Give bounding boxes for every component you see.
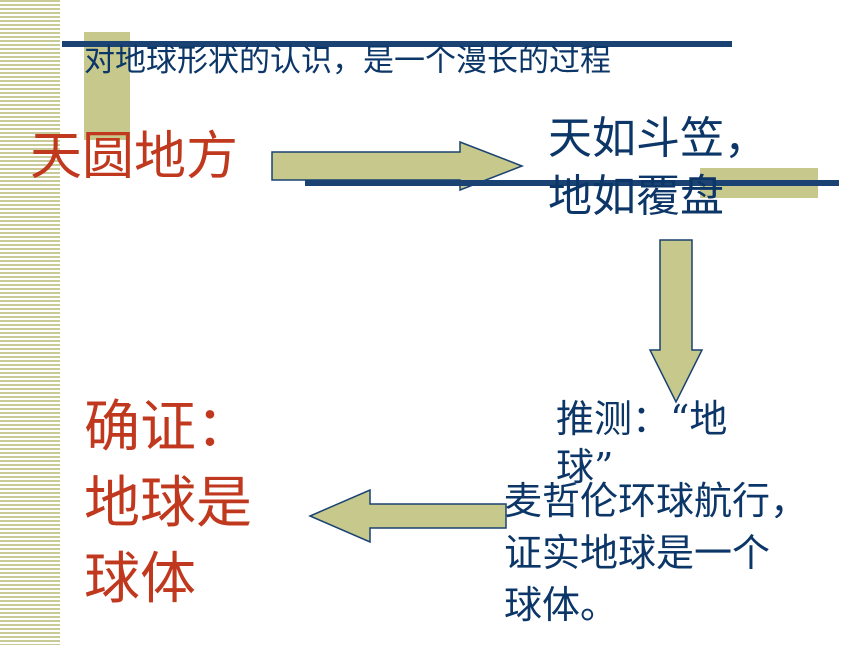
conclusion-line3: 球体 xyxy=(84,547,196,612)
stage-sky-like-hat-line1: 天如斗笠， xyxy=(548,113,768,164)
conclusion-line1: 确证： xyxy=(84,395,252,460)
decorative-stripe-band xyxy=(0,0,60,645)
middle-rule xyxy=(305,180,839,186)
title-rule xyxy=(62,41,732,47)
stage-heaven-round-earth-square: 天圆地方 xyxy=(30,127,239,187)
stage-speculation-line1: 推测：“地 xyxy=(556,397,728,441)
left-arrow-icon xyxy=(308,488,507,544)
slide-title: 对地球形状的认识，是一个漫长的过程 xyxy=(84,43,611,79)
down-arrow-icon xyxy=(648,239,704,404)
conclusion-line2: 地球是 xyxy=(84,471,252,536)
stage-magellan-line2: 证实地球是一个 xyxy=(504,531,771,575)
stage-speculation-line2: 球” xyxy=(556,445,614,489)
stage-magellan-line3: 球体。 xyxy=(504,583,619,627)
right-arrow-icon xyxy=(271,140,525,192)
title-accent-block xyxy=(84,32,130,140)
stage-magellan-line1: 麦哲伦环球航行， xyxy=(504,479,809,523)
stage-earth-like-plate-line2: 地如覆盘 xyxy=(548,171,724,222)
